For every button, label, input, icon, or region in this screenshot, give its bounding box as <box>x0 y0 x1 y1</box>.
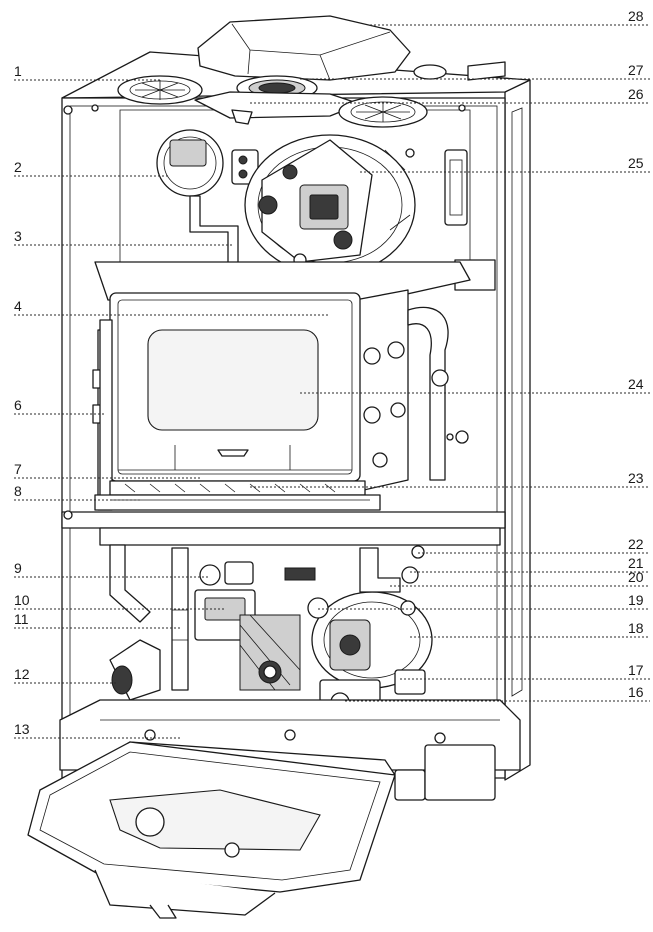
callout-10: 10 <box>14 592 225 610</box>
fan-assembly <box>244 134 416 276</box>
svg-text:11: 11 <box>14 611 29 627</box>
svg-text:22: 22 <box>628 536 644 552</box>
flue-turret <box>117 15 506 128</box>
svg-text:16: 16 <box>628 684 644 700</box>
svg-text:17: 17 <box>628 662 644 678</box>
control-panel-fascia <box>27 741 496 919</box>
callout-7: 7 <box>14 461 200 479</box>
svg-text:12: 12 <box>14 666 30 682</box>
fan-shelf <box>94 261 471 301</box>
callout-13: 13 <box>14 721 180 739</box>
callout-labels: 1 2 3 4 6 7 8 9 <box>14 8 650 739</box>
svg-text:23: 23 <box>628 470 644 486</box>
callout-20: 20 <box>390 569 650 587</box>
callout-4: 4 <box>14 298 330 316</box>
svg-text:24: 24 <box>628 376 644 392</box>
hydraulic-assembly <box>59 544 521 771</box>
callout-11: 11 <box>14 611 180 629</box>
callout-2: 2 <box>14 159 170 177</box>
svg-text:9: 9 <box>14 560 22 576</box>
callout-22: 22 <box>418 536 650 554</box>
svg-text:2: 2 <box>14 159 22 175</box>
svg-text:25: 25 <box>628 155 644 171</box>
callout-3: 3 <box>14 228 232 246</box>
svg-text:1: 1 <box>14 63 22 79</box>
callout-1: 1 <box>14 63 160 81</box>
svg-text:27: 27 <box>628 62 644 78</box>
svg-text:10: 10 <box>14 592 30 608</box>
callout-24: 24 <box>300 376 650 394</box>
callout-19: 19 <box>318 592 650 610</box>
svg-text:7: 7 <box>14 461 22 477</box>
callout-21: 21 <box>410 555 650 573</box>
svg-text:8: 8 <box>14 483 22 499</box>
callout-6: 6 <box>14 397 104 415</box>
svg-text:21: 21 <box>628 555 644 571</box>
callout-16: 16 <box>345 684 650 702</box>
callout-17: 17 <box>400 662 650 680</box>
svg-text:13: 13 <box>14 721 30 737</box>
svg-text:19: 19 <box>628 592 644 608</box>
svg-text:26: 26 <box>628 86 644 102</box>
svg-text:3: 3 <box>14 228 22 244</box>
callout-27: 27 <box>300 62 650 80</box>
svg-text:28: 28 <box>628 8 644 24</box>
callout-8: 8 <box>14 483 140 501</box>
svg-text:20: 20 <box>628 569 644 585</box>
svg-text:18: 18 <box>628 620 644 636</box>
svg-text:4: 4 <box>14 298 22 314</box>
callout-26: 26 <box>250 86 650 104</box>
combustion-chamber <box>99 289 449 501</box>
burner <box>94 480 381 511</box>
callout-18: 18 <box>410 620 650 638</box>
callout-12: 12 <box>14 666 118 684</box>
callout-9: 9 <box>14 560 210 578</box>
svg-text:6: 6 <box>14 397 22 413</box>
callout-23: 23 <box>250 470 650 488</box>
callout-25: 25 <box>360 155 650 173</box>
callout-28: 28 <box>370 8 650 26</box>
